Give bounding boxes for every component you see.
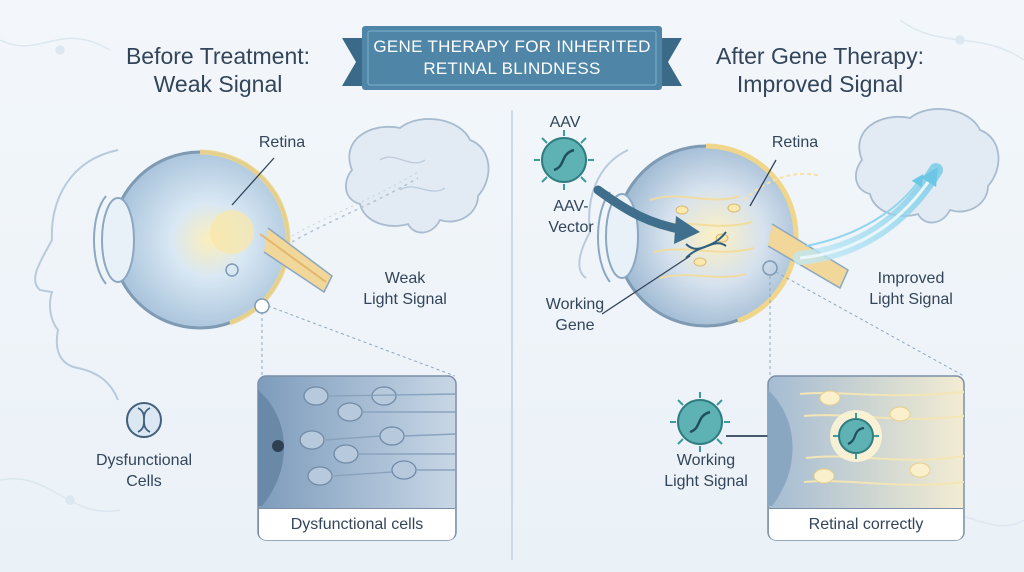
working-light-signal-line-1: Working	[676, 452, 736, 469]
retina-label-right: Retina	[771, 134, 819, 151]
improved-signal-label: Improved Light Signal	[846, 268, 976, 310]
retina-label-left: Retina	[258, 134, 306, 151]
before-heading: Before Treatment: Weak Signal	[108, 42, 328, 98]
banner-ribbon	[342, 26, 682, 90]
aav-vector-line-1: AAV-	[553, 198, 589, 215]
aav-vector-label: AAV- Vector	[536, 196, 606, 238]
brain-left	[345, 118, 490, 234]
inset-left-caption: Dysfunctional cells	[259, 508, 455, 540]
working-light-signal-label: Working Light Signal	[650, 450, 762, 492]
improved-signal-line-2: Light Signal	[869, 291, 953, 308]
dysfunctional-cells-label: Dysfunctional Cells	[84, 450, 204, 492]
title-banner: GENE THERAPY FOR INHERITED RETINAL BLIND…	[360, 22, 664, 94]
after-heading: After Gene Therapy: Improved Signal	[700, 42, 940, 98]
aav-virus-top	[534, 130, 594, 190]
head-silhouette-left	[34, 149, 119, 401]
title-line-1: GENE THERAPY FOR INHERITED	[373, 37, 651, 56]
improved-signal-line-1: Improved	[877, 270, 945, 287]
after-heading-line-2: Improved Signal	[736, 71, 904, 97]
aav-vector-line-2: Vector	[548, 219, 594, 236]
vector-arrow	[593, 185, 689, 235]
head-silhouette-right	[578, 149, 629, 279]
working-gene-label: Working Gene	[530, 294, 620, 336]
weak-signal-path	[291, 177, 419, 243]
inset-left	[257, 375, 457, 541]
before-heading-line-2: Weak Signal	[153, 71, 283, 97]
dna-strand-in-eye	[685, 231, 727, 259]
after-heading-line-1: After Gene Therapy:	[716, 43, 924, 69]
dysfunctional-cells-line-1: Dysfunctional	[95, 452, 193, 469]
before-heading-line-1: Before Treatment:	[125, 43, 311, 69]
brain-right	[855, 108, 1000, 224]
retina-pointer-left	[231, 157, 275, 206]
weak-signal-label-line-2: Light Signal	[363, 291, 447, 308]
aav-virus-bottom	[670, 392, 730, 452]
retina-pointer-right	[749, 159, 777, 207]
working-gene-line-2: Gene	[555, 317, 595, 334]
dna-badge-left	[126, 402, 162, 438]
dysfunctional-cells-line-2: Cells	[126, 473, 162, 490]
weak-signal-label-line-1: Weak	[384, 270, 426, 287]
brain-left-folds	[379, 156, 446, 192]
inset-right-caption: Retinal correctly	[769, 508, 963, 540]
title-line-2: RETINAL BLINDNESS	[423, 59, 601, 78]
working-light-signal-line-2: Light Signal	[664, 473, 748, 490]
weak-signal-label: Weak Light Signal	[340, 268, 470, 310]
aav-label: AAV	[549, 114, 581, 131]
eyeball-left	[93, 149, 333, 330]
gene-pointer	[601, 255, 691, 315]
inset-right	[767, 375, 965, 541]
working-gene-line-1: Working	[545, 296, 605, 313]
